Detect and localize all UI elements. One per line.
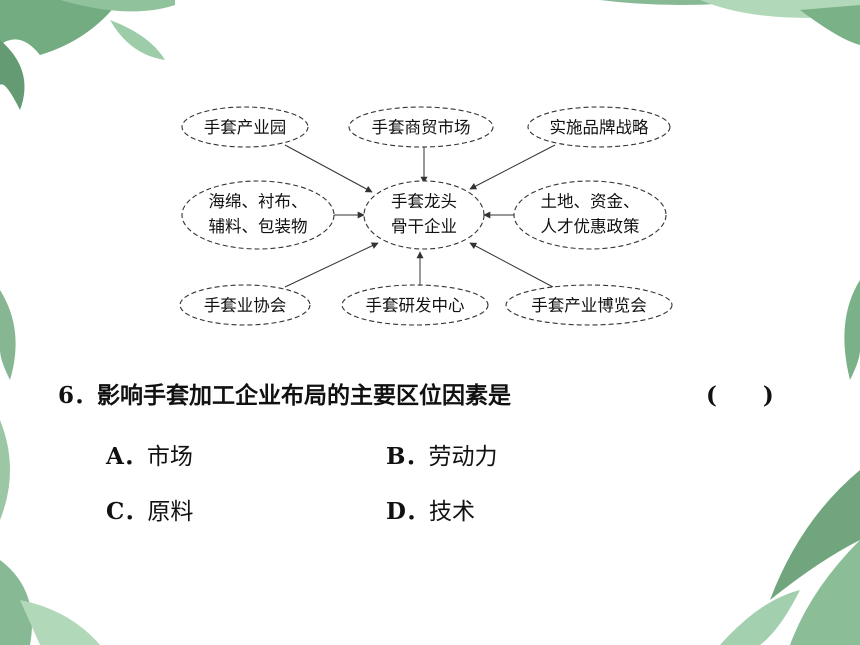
option-b-text: 劳动力 <box>428 444 498 470</box>
option-d-text: 技术 <box>428 499 475 525</box>
diagram-arrows <box>284 144 556 288</box>
option-a-text: 市场 <box>146 444 193 470</box>
node-top-center-label: 手套商贸市场 <box>372 118 471 137</box>
question-stem: 6．影响手套加工企业布局的主要区位因素是 <box>58 376 511 410</box>
node-top-right-label: 实施品牌战略 <box>550 118 650 137</box>
node-center-line1: 手套龙头 <box>391 192 457 211</box>
question-text: 影响手套加工企业布局的主要区位因素是 <box>97 382 512 409</box>
arrow-top-left <box>284 144 373 193</box>
node-top-right <box>527 106 671 148</box>
option-c-text: 原料 <box>147 499 194 525</box>
answer-bracket: ( ) <box>706 382 774 409</box>
option-a-letter: A． <box>106 443 147 470</box>
node-top-center <box>348 106 494 148</box>
arrow-top-right <box>469 144 556 190</box>
node-bottom-left-label: 手套业协会 <box>204 296 287 315</box>
option-b-letter: B． <box>386 443 429 470</box>
node-bottom-right <box>505 284 673 326</box>
node-center-line2: 骨干企业 <box>391 217 457 236</box>
node-mid-right <box>513 180 667 250</box>
node-bottom-right-label: 手套产业博览会 <box>531 296 647 315</box>
node-center <box>363 180 485 250</box>
option-c[interactable]: C．原料 <box>106 492 193 526</box>
option-d[interactable]: D．技术 <box>386 492 475 526</box>
node-bottom-center <box>341 284 489 326</box>
node-mid-left-line2: 辅料、包装物 <box>209 217 308 236</box>
arrow-bottom-left <box>284 242 379 288</box>
node-bottom-center-label: 手套研发中心 <box>366 296 465 315</box>
option-d-letter: D． <box>386 498 429 525</box>
option-a[interactable]: A．市场 <box>106 437 193 471</box>
node-mid-left <box>181 180 335 250</box>
question-number: 6． <box>58 382 98 409</box>
option-c-letter: C． <box>106 498 148 525</box>
node-mid-right-line2: 人才优惠政策 <box>541 217 640 236</box>
node-bottom-left <box>179 284 311 326</box>
node-mid-right-line1: 土地、资金、 <box>541 192 640 211</box>
node-top-left <box>181 106 309 148</box>
option-b[interactable]: B．劳动力 <box>386 437 497 471</box>
arrow-bottom-right <box>469 242 554 288</box>
node-mid-left-line1: 海绵、衬布、 <box>209 192 308 211</box>
node-top-left-label: 手套产业园 <box>204 118 287 137</box>
